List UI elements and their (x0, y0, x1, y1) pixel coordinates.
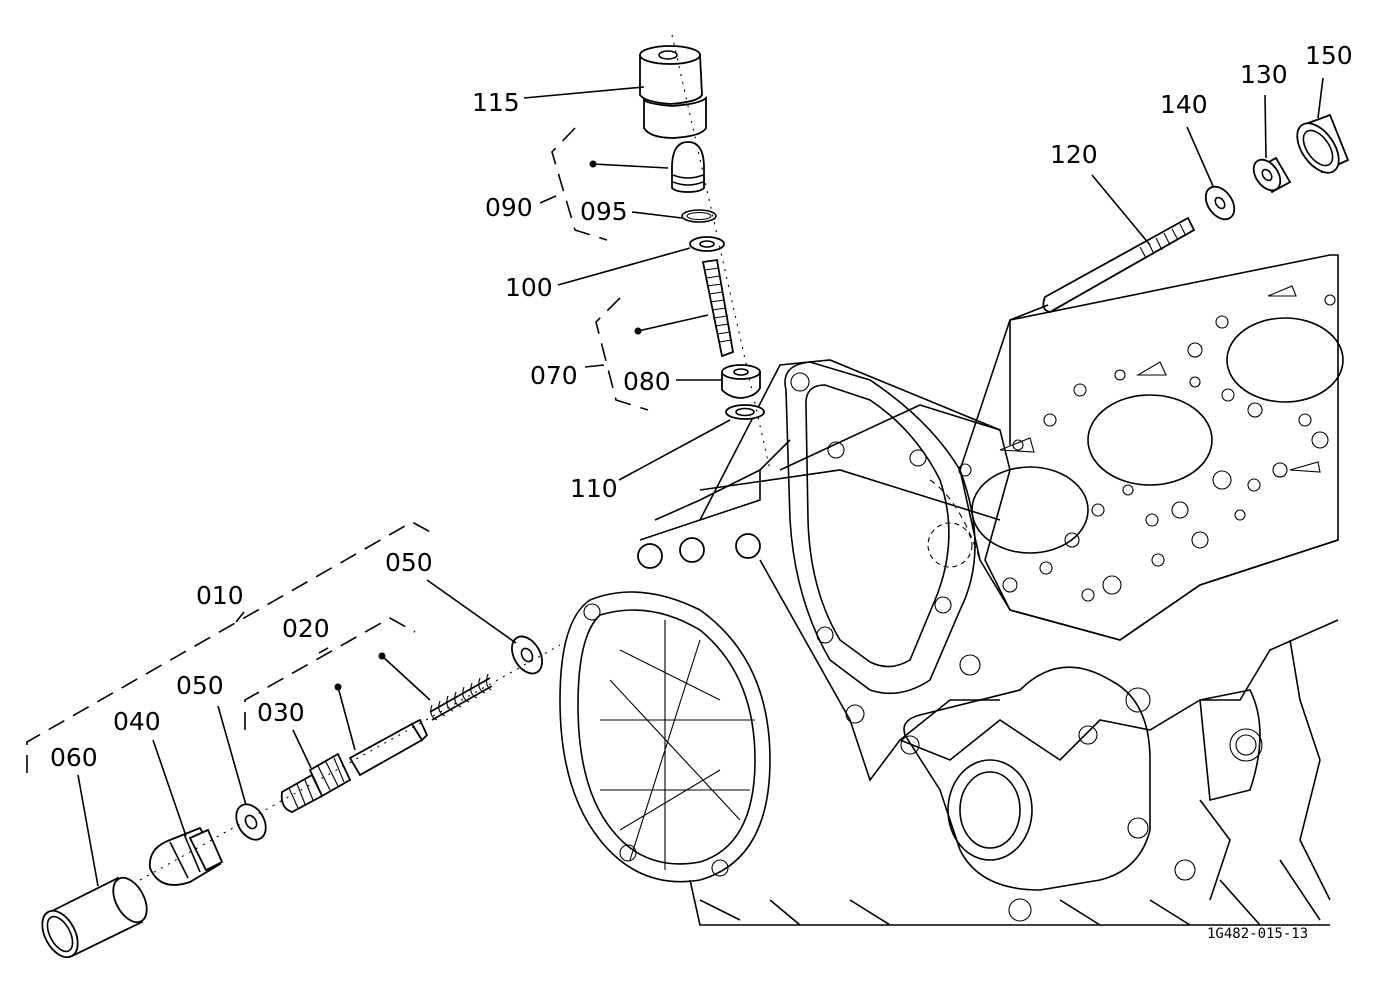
bracket-010 (26, 521, 437, 773)
part-130-nut (1252, 156, 1292, 194)
part-110-washer (725, 404, 765, 420)
bracket-020 (244, 617, 416, 730)
part-080-nut (721, 364, 761, 399)
label-010: 010 (196, 581, 244, 610)
part-060-sleeve (41, 876, 148, 959)
label-090: 090 (485, 193, 533, 222)
label-020: 020 (282, 614, 330, 643)
part-120-stud (1009, 216, 1196, 445)
label-060: 060 (50, 743, 98, 772)
part-140-washer (1204, 185, 1236, 221)
part-050-washer-lower (235, 803, 267, 841)
part-115-cap (639, 45, 707, 139)
label-050-upper: 050 (385, 548, 433, 577)
callout-labels: 115 090 095 100 070 080 110 120 140 130 … (50, 41, 1353, 942)
bracket-090 (551, 127, 608, 241)
drawing-reference: 1G482-015-13 (1207, 926, 1308, 942)
bracket-070 (595, 297, 649, 411)
leader-lines (77, 77, 1324, 887)
part-040-cap-nut (148, 826, 224, 886)
part-070-threaded-rod (701, 258, 735, 358)
label-050-lower: 050 (176, 671, 224, 700)
label-070: 070 (530, 361, 578, 390)
label-040: 040 (113, 707, 161, 736)
part-050-washer-upper (511, 635, 543, 675)
engine-block (559, 254, 1344, 926)
label-115: 115 (472, 88, 520, 117)
gear-cover (559, 591, 771, 883)
label-150: 150 (1305, 41, 1353, 70)
label-095: 095 (580, 197, 628, 226)
label-130: 130 (1240, 60, 1288, 89)
label-030: 030 (257, 698, 305, 727)
label-110: 110 (570, 474, 618, 503)
label-100: 100 (505, 273, 553, 302)
part-020-spring (429, 673, 493, 721)
part-095-snap-ring (681, 209, 717, 223)
part-100-washer (689, 236, 725, 252)
label-080: 080 (623, 367, 671, 396)
label-140: 140 (1160, 90, 1208, 119)
part-030-valve (280, 718, 429, 813)
label-120: 120 (1050, 140, 1098, 169)
part-090-plunger (671, 141, 705, 193)
part-150-cap (1296, 113, 1350, 174)
